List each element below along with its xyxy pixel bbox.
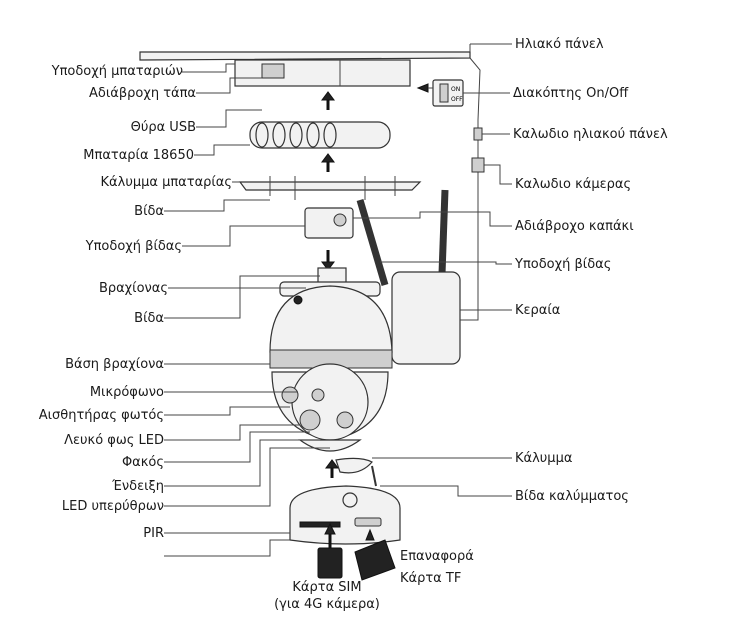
label-arm-base: Βάση βραχίονα bbox=[65, 357, 164, 372]
label-sim-card: Κάρτα SIM bbox=[292, 580, 362, 595]
label-usb-port: Θύρα USB bbox=[130, 120, 196, 135]
label-ir-led: LED υπερύθρων bbox=[61, 499, 164, 514]
cable-connector-1 bbox=[473, 127, 483, 141]
label-microphone: Μικρόφωνο bbox=[89, 385, 164, 400]
sim-card bbox=[317, 522, 343, 579]
tf-card bbox=[354, 528, 396, 581]
solar-cable bbox=[460, 57, 481, 321]
label-cover-screw: Βίδα καλύμματος bbox=[515, 489, 629, 504]
label-screw-socket-left: Υποδοχή βίδας bbox=[85, 239, 182, 254]
camera-body bbox=[269, 285, 393, 452]
solar-panel bbox=[139, 43, 512, 61]
on-off-switch-box: ON OFF bbox=[432, 79, 464, 107]
label-solar-cable: Καλωδιο ηλιακού πάνελ bbox=[513, 127, 668, 142]
label-solar-panel: Ηλιακό πάνελ bbox=[515, 37, 604, 52]
bottom-module bbox=[289, 485, 401, 545]
label-on-off-switch: Διακόπτης On/Off bbox=[513, 86, 629, 101]
switch-off-text: OFF bbox=[451, 96, 463, 103]
label-white-led: Λευκό φως LED bbox=[64, 433, 164, 448]
switch-on-text: ON bbox=[451, 86, 460, 93]
label-indicator: Ένδειξη bbox=[112, 479, 164, 494]
cable-connector-2 bbox=[471, 157, 485, 173]
battery-cover bbox=[238, 176, 422, 200]
label-screw-socket-right: Υποδοχή βίδας bbox=[515, 257, 612, 272]
antenna bbox=[356, 189, 461, 365]
label-waterproof-cap: Αδιάβροχο καπάκι bbox=[515, 219, 634, 234]
label-lens: Φακός bbox=[121, 455, 164, 470]
cover-piece bbox=[335, 457, 377, 487]
label-light-sensor: Αισθητήρας φωτός bbox=[38, 408, 164, 423]
label-waterproof-plug: Αδιάβροχη τάπα bbox=[89, 86, 196, 101]
batteries-18650 bbox=[249, 121, 391, 149]
label-cover: Κάλυμμα bbox=[515, 451, 573, 466]
label-screw-2: Βίδα bbox=[134, 311, 164, 326]
label-camera-cable: Καλωδιο κάμερας bbox=[515, 177, 632, 192]
label-battery-cover: Κάλυμμα μπαταρίας bbox=[100, 175, 232, 190]
leader-lines-left bbox=[164, 63, 330, 557]
label-arm: Βραχίονας bbox=[98, 281, 168, 296]
label-antenna: Κεραία bbox=[515, 303, 561, 318]
label-reset: Επαναφορά bbox=[400, 549, 474, 564]
arrow-switch bbox=[416, 83, 429, 93]
arrows bbox=[321, 91, 339, 478]
label-pir: PIR bbox=[143, 526, 164, 541]
label-tf-card: Κάρτα TF bbox=[400, 571, 462, 586]
label-battery-18650: Μπαταρία 18650 bbox=[83, 148, 194, 163]
label-battery-holder: Υποδοχή μπαταριών bbox=[51, 64, 183, 79]
leader-lines-right bbox=[353, 92, 512, 497]
label-screw-1: Βίδα bbox=[134, 204, 164, 219]
label-sim-note: (για 4G κάμερα) bbox=[274, 597, 380, 612]
battery-holder bbox=[234, 59, 411, 87]
